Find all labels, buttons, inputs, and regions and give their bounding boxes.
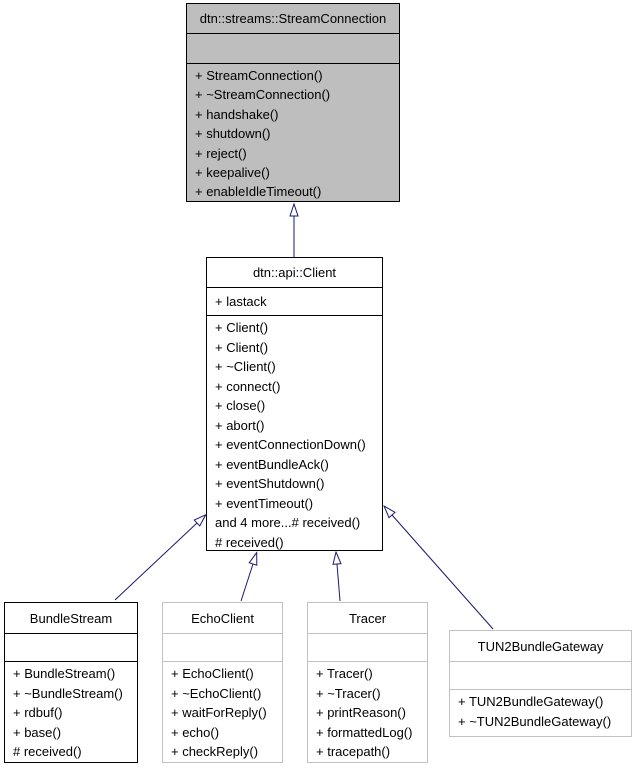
method-item: + Tracer() (316, 666, 373, 681)
class-title: dtn::streams::StreamConnection (187, 4, 399, 34)
method-item: + ~Tracer() (316, 685, 381, 701)
method-item: + ~TUN2BundleGateway() (458, 713, 612, 729)
method-item: + TUN2BundleGateway() (458, 694, 604, 709)
method-item: + close() (215, 398, 266, 413)
method-item: + ~Client() (215, 359, 276, 374)
method-item: + ~BundleStream() (13, 685, 123, 701)
method-item: + reject() (195, 145, 247, 161)
method-item: + tracepath() (316, 744, 391, 759)
method-item: + shutdown() (195, 126, 271, 142)
method-item: + Client() (215, 320, 269, 335)
class-title: BundleStream (5, 603, 137, 634)
attribute-item: + lastack (215, 294, 267, 309)
method-item: + eventConnectionDown() (215, 437, 366, 452)
methods-section: + Tracer() + ~Tracer() + printReason() +… (308, 662, 427, 762)
method-item: + enableIdleTimeout() (195, 184, 322, 200)
class-title: EchoClient (163, 603, 282, 634)
method-item: + printReason() (316, 705, 406, 720)
method-item: + abort() (215, 417, 265, 433)
method-item: + StreamConnection() (195, 68, 323, 83)
method-item: + formattedLog() (316, 724, 413, 740)
method-item: + echo() (171, 724, 220, 740)
attributes-section: + lastack (207, 288, 382, 316)
attributes-section (163, 634, 282, 662)
method-item: + checkReply() (171, 744, 259, 759)
method-item: + EchoClient() (171, 666, 254, 681)
method-item: + BundleStream() (13, 666, 116, 681)
attributes-section (5, 634, 137, 662)
methods-section: + TUN2BundleGateway() + ~TUN2BundleGatew… (450, 690, 631, 736)
method-item: # received() (13, 744, 82, 759)
method-item: + eventBundleAck() (215, 456, 329, 472)
attributes-section (187, 34, 399, 64)
class-box-client[interactable]: dtn::api::Client + lastack + Client() + … (206, 257, 383, 551)
methods-section: + BundleStream() + ~BundleStream() + rdb… (5, 662, 137, 762)
method-item: + eventShutdown() (215, 476, 325, 491)
method-item: and 4 more...# received() (215, 515, 361, 530)
attributes-section (308, 634, 427, 662)
method-item: + ~EchoClient() (171, 685, 262, 701)
class-box-tracer[interactable]: Tracer + Tracer() + ~Tracer() + printRea… (307, 602, 428, 763)
method-item: + eventTimeout() (215, 495, 314, 511)
inheritance-arrow-echoclient-to-client (240, 564, 253, 602)
method-item: + waitForReply() (171, 705, 267, 720)
method-item: # received() (215, 534, 284, 550)
class-title: Tracer (308, 603, 427, 634)
method-item: + keepalive() (195, 165, 270, 181)
attributes-section (450, 662, 631, 690)
class-box-bundlestream[interactable]: BundleStream + BundleStream() + ~BundleS… (4, 602, 138, 763)
methods-section: + EchoClient() + ~EchoClient() + waitFor… (163, 662, 282, 762)
method-item: + rdbuf() (13, 705, 63, 720)
method-item: + connect() (215, 378, 281, 394)
class-box-tun2bundlegateway[interactable]: TUN2BundleGateway + TUN2BundleGateway() … (449, 630, 632, 737)
inheritance-arrow-tracer-to-client (337, 564, 340, 602)
method-item: + handshake() (195, 106, 279, 122)
methods-section: + Client() + Client() + ~Client() + conn… (207, 316, 382, 550)
method-item: + base() (13, 724, 62, 740)
method-item: + Client() (215, 339, 269, 355)
class-box-echoclient[interactable]: EchoClient + EchoClient() + ~EchoClient(… (162, 602, 283, 763)
inheritance-arrow-bundlestream-to-client (114, 523, 197, 601)
method-item: + ~StreamConnection() (195, 87, 331, 103)
methods-section: + StreamConnection() + ~StreamConnection… (187, 64, 399, 201)
class-box-streamconnection[interactable]: dtn::streams::StreamConnection + StreamC… (186, 3, 400, 202)
class-title: TUN2BundleGateway (450, 631, 631, 662)
class-title: dtn::api::Client (207, 258, 382, 288)
